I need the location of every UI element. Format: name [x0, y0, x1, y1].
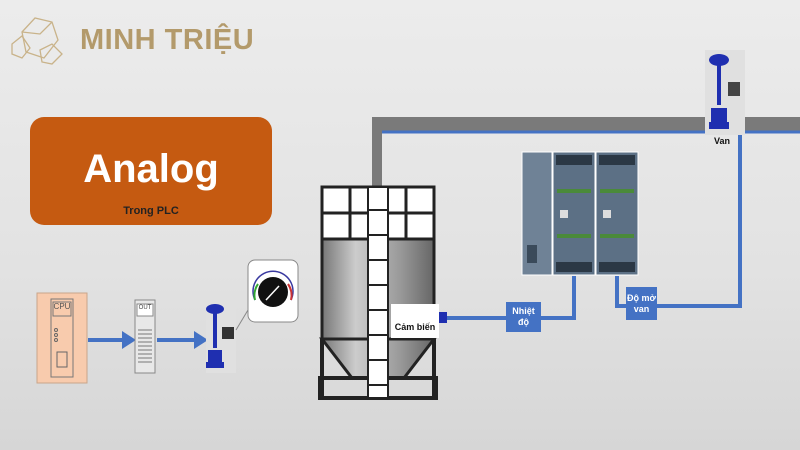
control-valve-icon: [206, 303, 236, 373]
control-valve-icon: [705, 50, 745, 135]
arrow-icon: [122, 331, 136, 349]
cpu-module: [36, 292, 88, 384]
page-title: Analog: [83, 147, 219, 191]
cpu-label: CPU: [53, 302, 71, 311]
output-module: [134, 299, 156, 374]
temperature-box: Nhiệt độ: [506, 302, 541, 332]
title-box: Analog Trong PLC: [30, 117, 272, 225]
pressure-gauge-icon: [235, 259, 299, 331]
arrow-icon: [194, 331, 208, 349]
logo-crystal-icon: [11, 17, 63, 65]
silo-tank: [318, 185, 438, 400]
page-subtitle: Trong PLC: [123, 205, 179, 217]
plc-s7-1200: [521, 151, 639, 276]
valve-opening-box: Độ mở van: [626, 287, 657, 320]
brand-name: MINH TRIỆU: [80, 24, 255, 56]
sensor-label: Cảm biến: [391, 316, 439, 338]
out-label: OUT: [138, 305, 152, 311]
valve-label: Van: [714, 136, 731, 146]
